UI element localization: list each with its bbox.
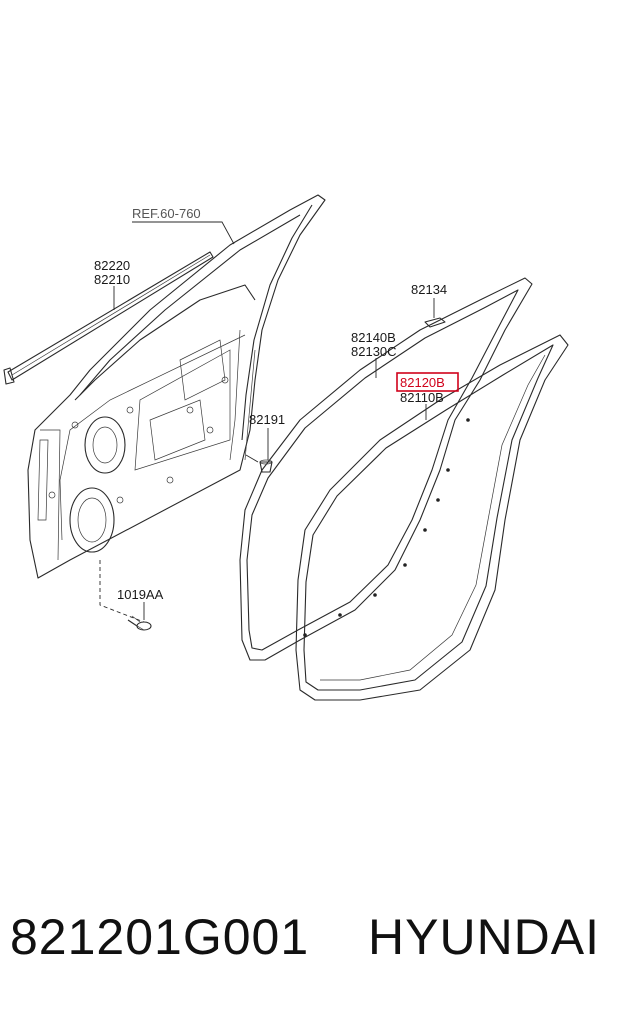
door-opening-weatherstrip — [295, 334, 569, 701]
door-frame-weatherstrip — [239, 277, 533, 661]
label-82130c: 82130C — [351, 344, 397, 359]
parts-diagram: REF.60-760 82220 82210 82134 82140B 8213… — [3, 194, 569, 701]
leader-1019aa-dashed — [99, 560, 145, 623]
part-number: 821201G001 — [10, 909, 310, 965]
belt-weatherstrip — [3, 251, 214, 385]
label-82140b: 82140B — [351, 330, 396, 345]
highlight-box — [396, 372, 459, 392]
door-panel — [27, 194, 326, 579]
label-1019aa: 1019AA — [117, 587, 164, 602]
leader-ref — [132, 221, 235, 245]
bolt-1019aa — [127, 615, 152, 631]
label-82220: 82220 — [94, 258, 130, 273]
label-ref: REF.60-760 — [132, 206, 201, 221]
label-82120b[interactable]: 82120B — [400, 375, 445, 390]
label-82134: 82134 — [411, 282, 447, 297]
label-82191: 82191 — [249, 412, 285, 427]
label-82110b: 82110B — [400, 390, 444, 405]
brand-name: HYUNDAI — [368, 909, 601, 965]
clip-82134 — [424, 317, 446, 328]
caption: 821201G001 HYUNDAI — [0, 900, 620, 980]
leader-82191-tail — [245, 454, 259, 463]
label-82210: 82210 — [94, 272, 130, 287]
grommet-82191 — [259, 459, 273, 473]
